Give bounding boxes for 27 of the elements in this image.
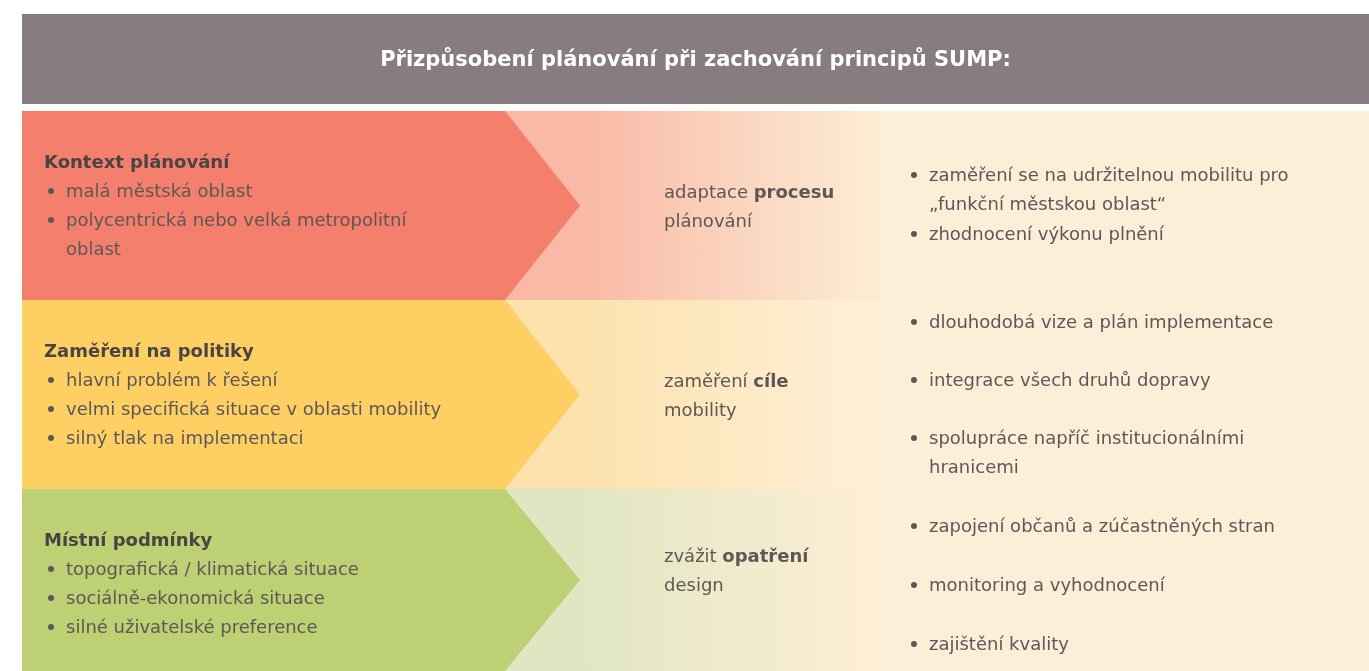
list-item: topografická / klimatická situace: [44, 554, 466, 583]
list-item: zhodnocení výkonu plnění: [907, 219, 1349, 248]
list-item: zapojení občanů a zúčastněných stran: [907, 511, 1349, 540]
band-label: zvážit opatření design: [664, 544, 810, 597]
list-item: hlavní problém k řešení: [44, 365, 466, 394]
heading: Zaměření na politiky: [44, 339, 254, 363]
list-item: monitoring a vyhodnocení: [907, 570, 1349, 599]
list-item: dlouhodobá vize a plán implementace: [907, 307, 1349, 336]
list-item: velmi specifická situace v oblasti mobility: [44, 394, 466, 423]
list-item: sociálně-ekonomická situace: [44, 583, 466, 612]
chevron-shape: [22, 300, 580, 489]
list-item: polycentrická nebo velká metropolitní oblast: [44, 205, 466, 263]
band-label: zaměření cíle mobility: [664, 369, 790, 422]
title-bar: Přizpůsobení plánování při zachování principů SUMP:: [22, 14, 1369, 104]
chevron-shape: [22, 489, 580, 671]
list-item: zajištění kvality: [907, 629, 1349, 658]
list-item: malá městská oblast: [44, 176, 466, 205]
panel-background: [880, 111, 1369, 671]
list-item: integrace všech druhů dopravy: [907, 365, 1349, 394]
heading: Kontext plánování: [44, 150, 230, 174]
heading: Místní podmínky: [44, 528, 213, 552]
band-label: adaptace procesu plánování: [664, 180, 836, 233]
list-item: spolupráce napříč institucionálními hranicemi: [907, 423, 1269, 481]
list-item: silný tlak na implementaci: [44, 423, 466, 452]
list-item: silné uživatelské preference: [44, 612, 466, 641]
chevron-shape: [22, 111, 580, 300]
band-shape: [580, 111, 880, 300]
